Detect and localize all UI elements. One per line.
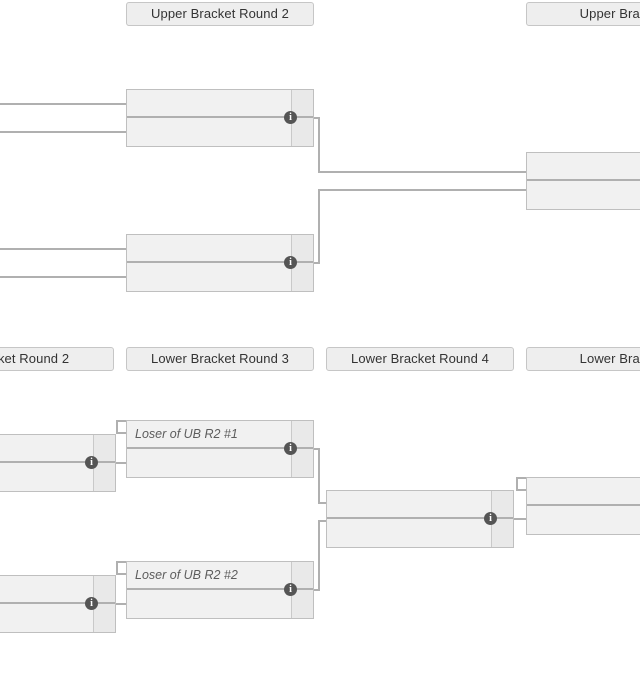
match-slot-bottom[interactable] xyxy=(527,506,640,534)
slot-score xyxy=(93,463,115,491)
match-ub-r3-m1[interactable] xyxy=(526,152,640,210)
match-lb-r5-m1[interactable] xyxy=(526,477,640,535)
match-slot-top[interactable] xyxy=(527,478,640,506)
match-slot-bottom[interactable] xyxy=(127,449,313,477)
connector-into-ub-r2-m1-bot xyxy=(0,131,126,133)
connector-into-ub-r3-top xyxy=(318,171,526,173)
match-lb-r2-m2[interactable] xyxy=(0,575,116,633)
slot-score xyxy=(491,491,513,517)
round-header-upper-bracket-round-3: Upper Bracke xyxy=(526,2,640,26)
connector-into-lb-r4-top xyxy=(318,502,328,504)
match-info-icon[interactable]: i xyxy=(484,512,497,525)
connector-into-lb-r3-m1-top xyxy=(116,432,128,434)
match-slot-top[interactable] xyxy=(0,576,115,604)
connector-out-ub-r2-m1 xyxy=(314,117,320,119)
match-slot-bottom[interactable] xyxy=(127,590,313,618)
slot-participant-name: Loser of UB R2 #2 xyxy=(135,568,238,582)
connector-elbow-lb-r3-m2-top-h xyxy=(116,561,128,563)
round-header-lower-bracket-round-2: Bracket Round 2 xyxy=(0,347,114,371)
match-ub-r2-m2[interactable] xyxy=(126,234,314,292)
connector-into-ub-r3-bot xyxy=(318,189,526,191)
slot-score xyxy=(93,576,115,602)
connector-vertical-lb-r3-m1-down xyxy=(318,448,320,504)
connector-into-lb-r4-bot xyxy=(318,520,328,522)
match-lb-r4-m1[interactable] xyxy=(326,490,514,548)
connector-into-lb-r3-m2-top xyxy=(116,573,128,575)
slot-score xyxy=(291,235,313,261)
match-slot-top[interactable] xyxy=(527,153,640,181)
match-info-icon[interactable]: i xyxy=(284,111,297,124)
match-slot-bottom[interactable] xyxy=(0,463,115,491)
match-info-icon[interactable]: i xyxy=(85,597,98,610)
match-slot-top[interactable] xyxy=(127,235,313,263)
match-info-icon[interactable]: i xyxy=(284,583,297,596)
match-info-icon[interactable]: i xyxy=(284,442,297,455)
slot-participant-name: Loser of UB R2 #1 xyxy=(135,427,238,441)
slot-score xyxy=(291,118,313,146)
round-header-upper-bracket-round-2: Upper Bracket Round 2 xyxy=(126,2,314,26)
connector-out-lb-r3-m1 xyxy=(314,448,320,450)
slot-score xyxy=(491,519,513,547)
match-slot-bottom[interactable] xyxy=(327,519,513,547)
match-slot-top[interactable]: Loser of UB R2 #1 xyxy=(127,421,313,449)
connector-elbow-lb-r5-top-v xyxy=(516,477,518,491)
connector-out-lb-r3-m2 xyxy=(314,589,320,591)
connector-into-lb-r5-top xyxy=(516,489,528,491)
connector-elbow-lb-r3-m2-top-v xyxy=(116,561,118,575)
match-info-icon[interactable]: i xyxy=(85,456,98,469)
slot-score xyxy=(93,604,115,632)
match-info-icon[interactable]: i xyxy=(284,256,297,269)
match-slot-bottom[interactable] xyxy=(127,263,313,291)
slot-score xyxy=(291,263,313,291)
connector-vertical-ub-r2-m2-up xyxy=(318,189,320,264)
connector-into-ub-r2-m2-top xyxy=(0,248,126,250)
connector-elbow-lb-r3-m1-top-h xyxy=(116,420,128,422)
match-lb-r3-m1[interactable]: Loser of UB R2 #1 xyxy=(126,420,314,478)
match-lb-r3-m2[interactable]: Loser of UB R2 #2 xyxy=(126,561,314,619)
connector-into-ub-r2-m1-top xyxy=(0,103,126,105)
connector-elbow-lb-r3-m1-top-v xyxy=(116,420,118,434)
connector-vertical-ub-r2-m1-down xyxy=(318,117,320,173)
slot-score xyxy=(291,90,313,116)
round-header-lower-bracket-round-4: Lower Bracket Round 4 xyxy=(326,347,514,371)
match-slot-top[interactable] xyxy=(327,491,513,519)
match-ub-r2-m1[interactable] xyxy=(126,89,314,147)
connector-vertical-lb-r3-m2-up xyxy=(318,520,320,591)
slot-score xyxy=(291,562,313,588)
match-slot-bottom[interactable] xyxy=(0,604,115,632)
round-header-lower-bracket-round-5: Lower Bracke xyxy=(526,347,640,371)
connector-elbow-lb-r5-top-h xyxy=(516,477,528,479)
connector-out-lb-r2-m2 xyxy=(114,603,128,605)
connector-out-lb-r2-m1 xyxy=(114,462,128,464)
match-lb-r2-m1[interactable] xyxy=(0,434,116,492)
connector-out-ub-r2-m2 xyxy=(314,262,320,264)
match-slot-bottom[interactable] xyxy=(527,181,640,209)
match-slot-bottom[interactable] xyxy=(127,118,313,146)
connector-out-lb-r4-m1 xyxy=(514,518,528,520)
round-header-lower-bracket-round-3: Lower Bracket Round 3 xyxy=(126,347,314,371)
slot-score xyxy=(291,590,313,618)
slot-score xyxy=(291,421,313,447)
connector-into-ub-r2-m2-bot xyxy=(0,276,126,278)
match-slot-top[interactable] xyxy=(127,90,313,118)
match-slot-top[interactable]: Loser of UB R2 #2 xyxy=(127,562,313,590)
match-slot-top[interactable] xyxy=(0,435,115,463)
slot-score xyxy=(291,449,313,477)
slot-score xyxy=(93,435,115,461)
